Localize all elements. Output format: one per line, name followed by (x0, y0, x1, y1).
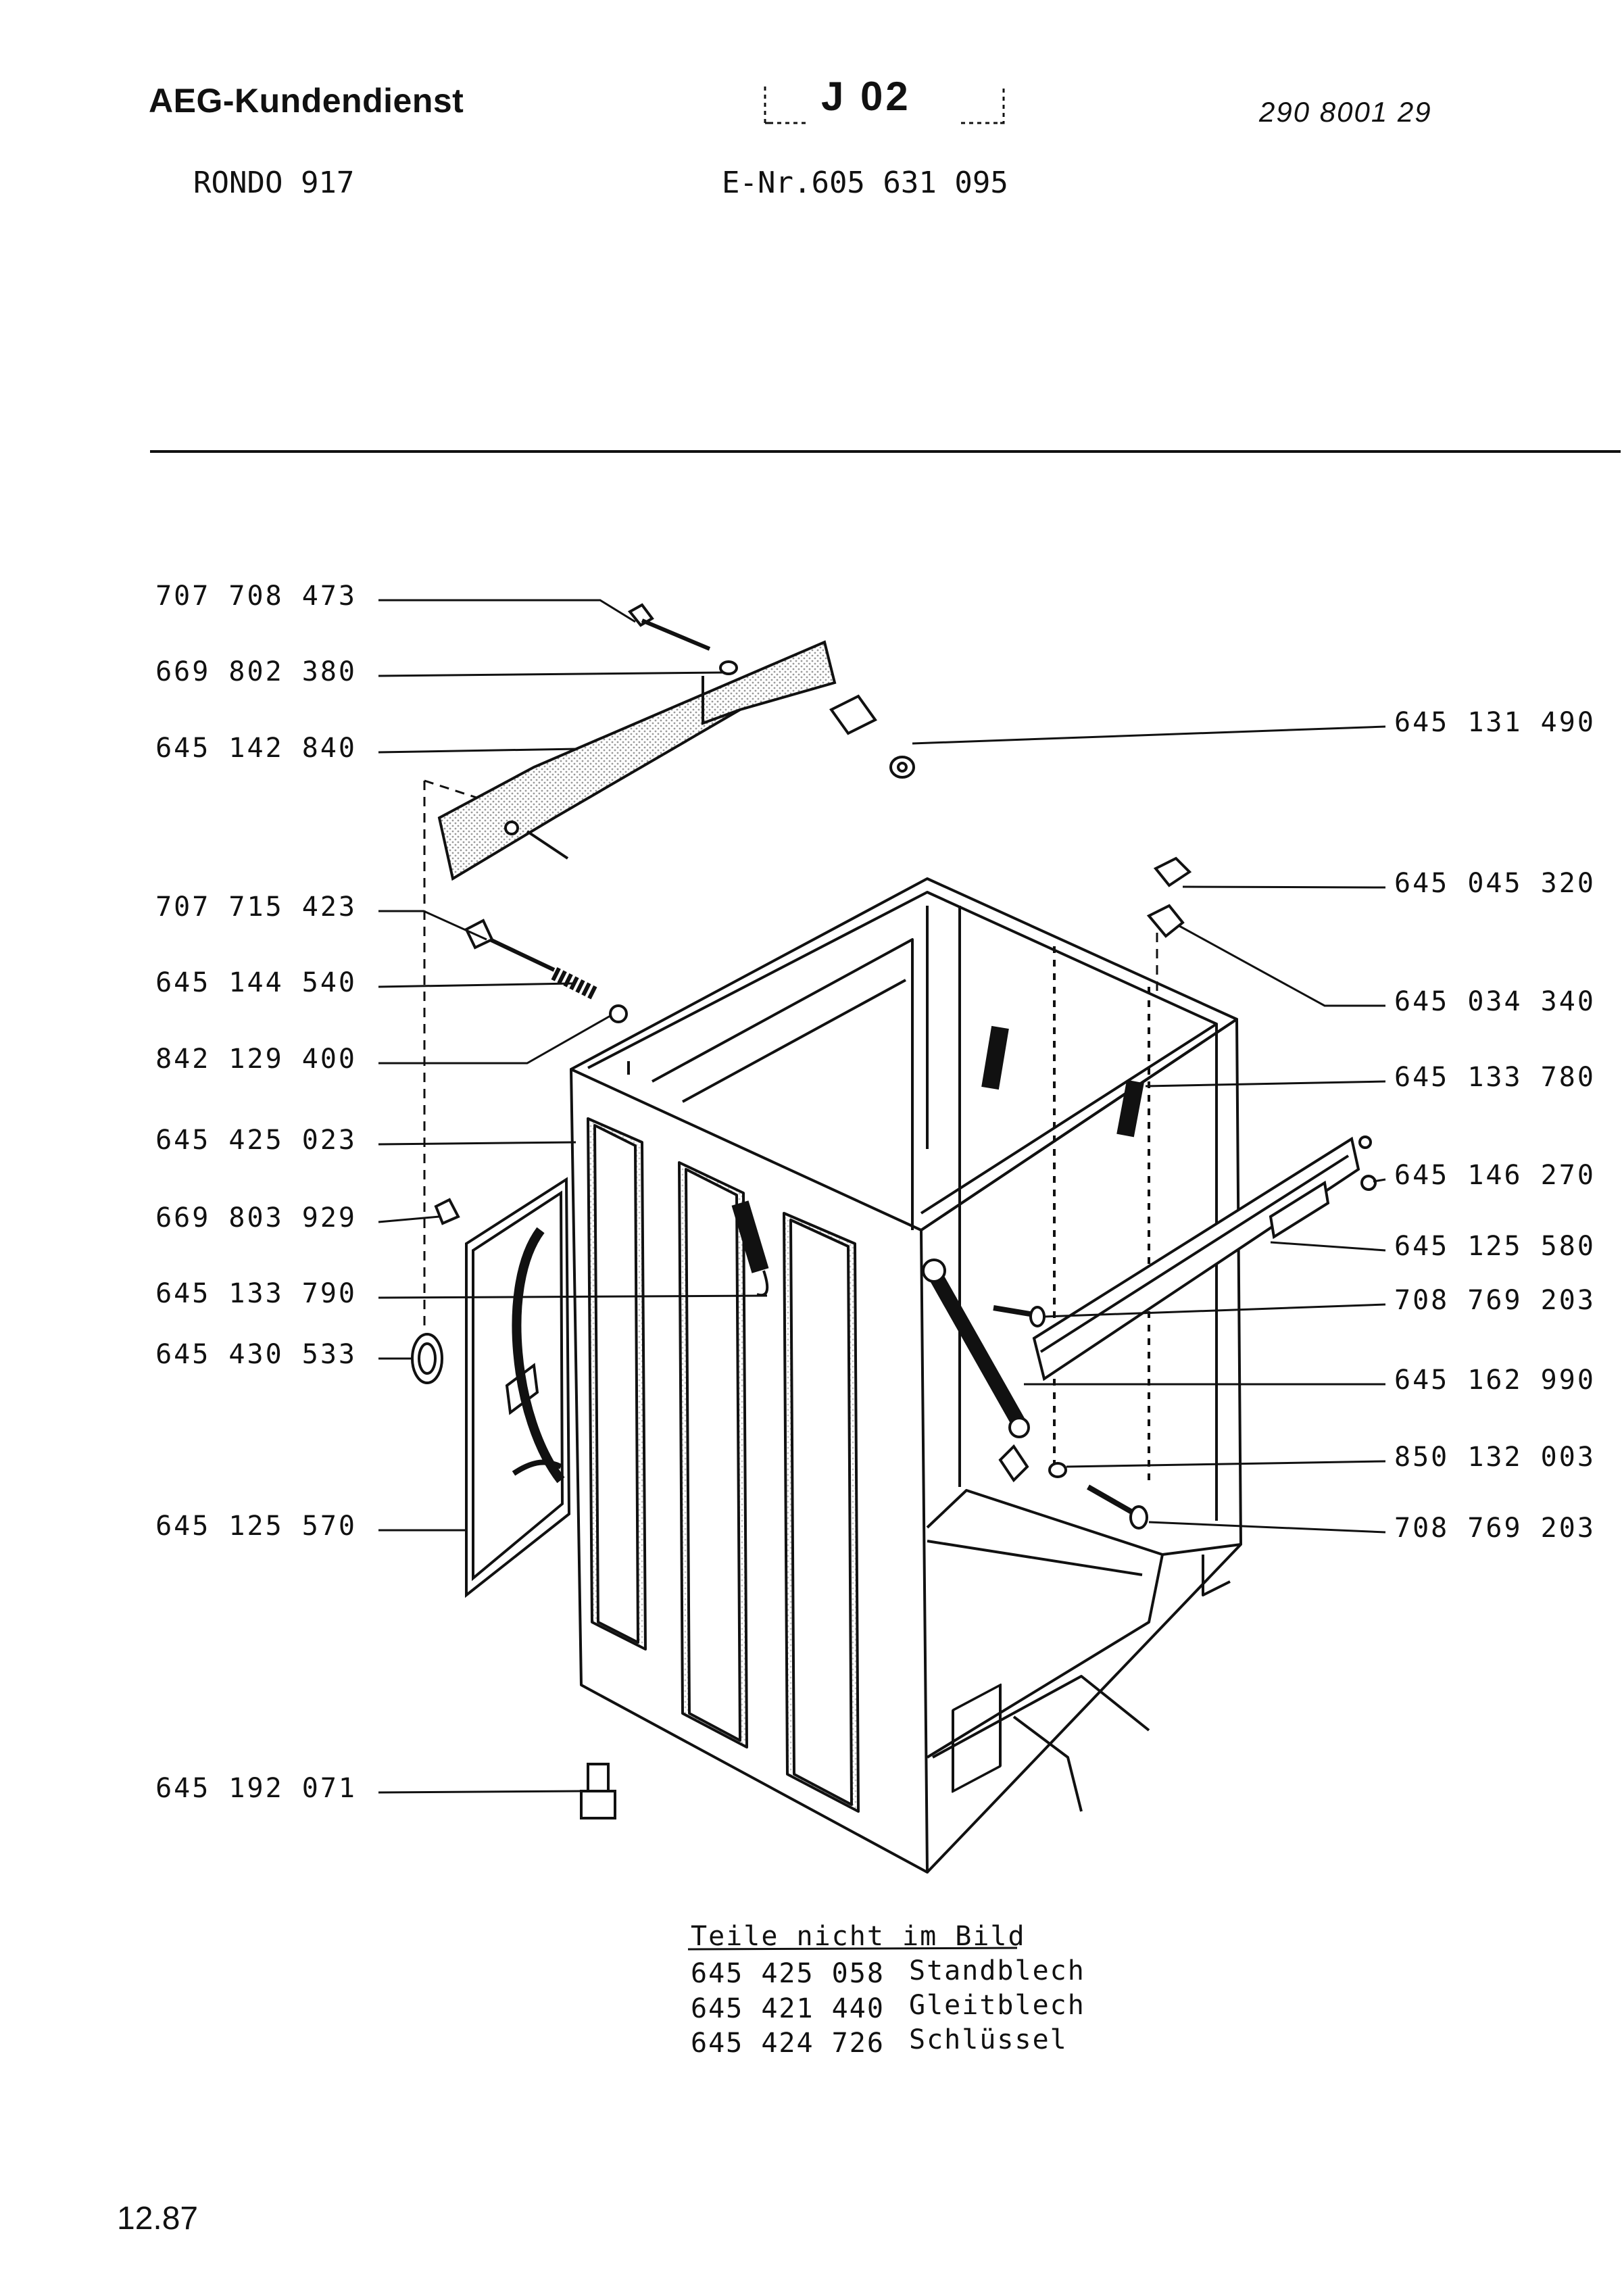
part-label-right-5: 645 146 270 (1394, 1160, 1596, 1191)
part-label-right-7: 708 769 203 (1394, 1285, 1596, 1316)
top-cross-brace (437, 640, 837, 881)
not-in-image-name-2: Gleitblech (909, 1990, 1085, 2021)
page-code: J 02 (821, 74, 911, 119)
part-label-left-1: 707 708 473 (155, 581, 357, 612)
part-label-left-3: 645 142 840 (155, 733, 357, 764)
part-label-right-2: 645 045 320 (1394, 868, 1596, 899)
part-label-left-8: 669 803 929 (155, 1202, 357, 1234)
print-date: 12.87 (117, 2201, 199, 2237)
part-label-right-10: 708 769 203 (1394, 1513, 1596, 1544)
part-label-right-6: 645 125 580 (1394, 1231, 1596, 1262)
part-label-right-9: 850 132 003 (1394, 1442, 1596, 1473)
part-label-left-7: 645 425 023 (155, 1125, 357, 1156)
side-panel (465, 1177, 571, 1598)
part-label-left-2: 669 802 380 (155, 656, 357, 687)
part-label-left-11: 645 125 570 (155, 1511, 357, 1542)
not-in-image-heading: Teile nicht im Bild (691, 1921, 1026, 1952)
not-in-image-number-3: 645 424 726 (691, 2028, 885, 2059)
part-label-left-4: 707 715 423 (155, 891, 357, 923)
not-in-image-name-1: Standblech (909, 1955, 1085, 1986)
part-label-right-1: 645 131 490 (1394, 707, 1596, 738)
not-in-image-number-1: 645 425 058 (691, 1958, 885, 1989)
leader-lines-left (378, 599, 768, 1794)
e-number: E-Nr.605 631 095 (722, 166, 1008, 200)
leader-lines-right (912, 725, 1386, 1534)
part-label-right-3: 645 034 340 (1394, 986, 1596, 1017)
part-label-right-4: 645 133 780 (1394, 1062, 1596, 1093)
document-number: 290 8001 29 (1259, 96, 1432, 128)
part-label-left-10: 645 430 533 (155, 1339, 357, 1370)
part-label-left-12: 645 192 071 (155, 1773, 357, 1804)
machine-frame (570, 877, 1242, 1874)
part-label-left-9: 645 133 790 (155, 1278, 357, 1309)
assembly-guides (423, 779, 1158, 1332)
not-in-image-name-3: Schlüssel (909, 2024, 1068, 2055)
page-code-bracket (764, 87, 1005, 124)
list-heading-underline (687, 1947, 1018, 1951)
part-label-right-8: 645 162 990 (1394, 1365, 1596, 1396)
brand-title: AEG-Kundendienst (149, 82, 464, 120)
part-label-left-6: 842 129 400 (155, 1044, 357, 1075)
not-in-image-number-2: 645 421 440 (691, 1993, 885, 2024)
part-label-left-5: 645 144 540 (155, 967, 357, 998)
model-name: RONDO 917 (193, 166, 355, 200)
